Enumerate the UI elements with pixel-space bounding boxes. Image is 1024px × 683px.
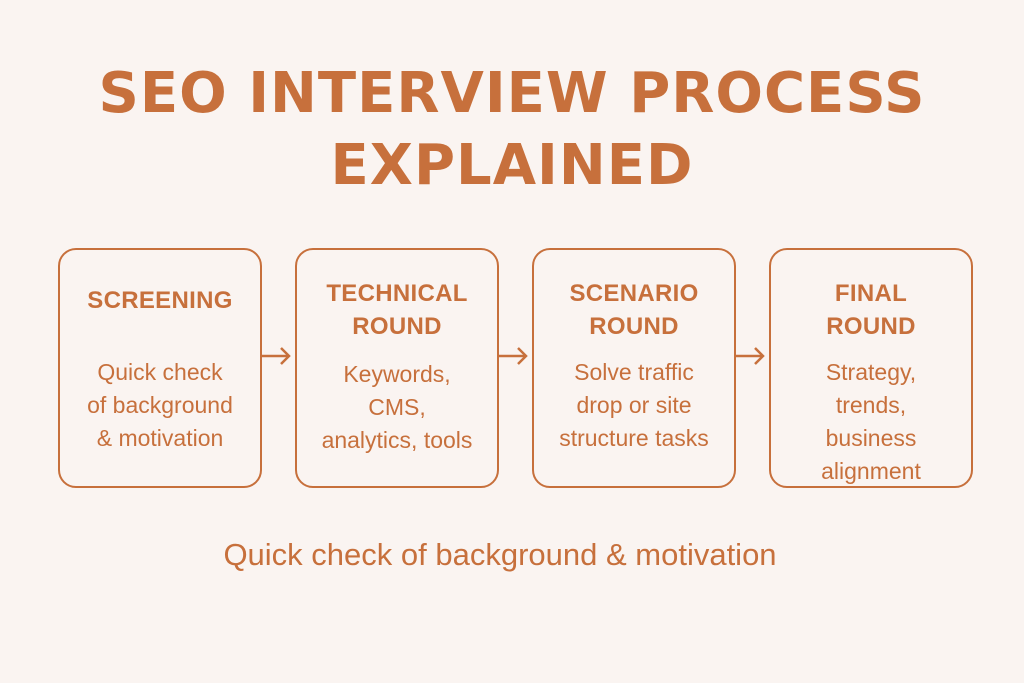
- arrow-right-icon: [736, 347, 765, 365]
- step-heading: SCREENING: [60, 284, 260, 317]
- step-description-line: drop or site: [576, 392, 692, 418]
- step-description-line: business: [825, 425, 917, 451]
- step-heading-line: SCREENING: [87, 287, 233, 314]
- step-description-line: analytics, tools: [321, 427, 473, 453]
- step-card-screening: SCREENING Quick check of background & mo…: [58, 248, 262, 488]
- step-heading-line: FINAL: [834, 280, 908, 307]
- step-description-line: trends,: [835, 392, 907, 418]
- title-line-1: SEO INTERVIEW PROCESS: [98, 61, 926, 126]
- step-card-scenario-round: SCENARIO ROUND Solve traffic drop or sit…: [532, 248, 736, 488]
- arrow-right-icon: [262, 347, 291, 365]
- step-heading-line: ROUND: [826, 313, 916, 340]
- step-description: Solve traffic drop or site structure tas…: [534, 356, 734, 455]
- step-heading: SCENARIO ROUND: [534, 277, 734, 343]
- step-heading-line: ROUND: [589, 313, 679, 340]
- step-heading-line: SCENARIO: [569, 280, 699, 307]
- step-description-line: CMS,: [368, 394, 426, 420]
- step-card-final-round: FINAL ROUND Strategy, trends, business a…: [769, 248, 973, 488]
- step-description: Keywords, CMS, analytics, tools: [297, 358, 497, 457]
- step-heading: TECHNICAL ROUND: [297, 277, 497, 343]
- arrow-right-icon: [499, 347, 528, 365]
- step-heading: FINAL ROUND: [771, 277, 971, 343]
- step-heading-line: ROUND: [352, 313, 442, 340]
- title-line-2: EXPLAINED: [330, 133, 694, 198]
- step-heading-line: TECHNICAL: [326, 280, 468, 307]
- step-card-technical-round: TECHNICAL ROUND Keywords, CMS, analytics…: [295, 248, 499, 488]
- step-description-line: Keywords,: [343, 361, 451, 387]
- step-description-line: Strategy,: [825, 359, 917, 385]
- step-description-line: structure tasks: [559, 425, 709, 451]
- step-description-line: alignment: [821, 458, 921, 484]
- step-description-line: Solve traffic: [574, 359, 694, 385]
- diagram-title: SEO INTERVIEW PROCESS EXPLAINED: [0, 58, 1024, 202]
- step-description: Strategy, trends, business alignment: [771, 356, 971, 488]
- step-description-line: & motivation: [96, 425, 224, 451]
- step-description: Quick check of background & motivation: [60, 356, 260, 455]
- caption-text: Quick check of background & motivation: [223, 537, 777, 572]
- step-description-line: of background: [87, 392, 233, 418]
- step-description-line: Quick check: [97, 359, 223, 385]
